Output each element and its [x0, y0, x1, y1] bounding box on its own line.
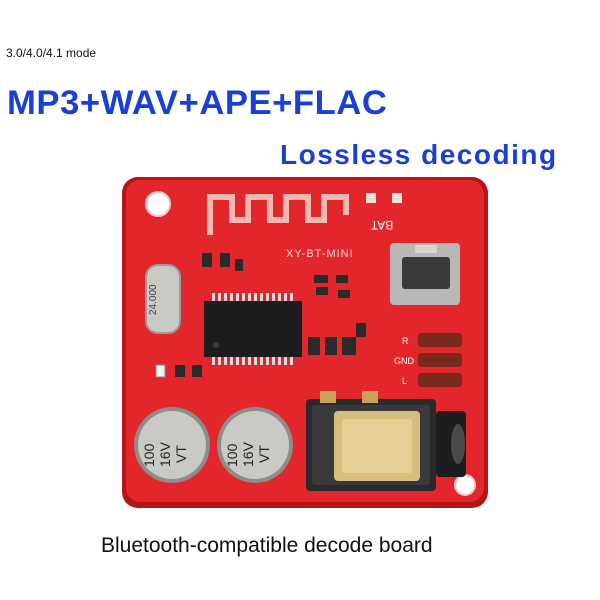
audio-label-r: R: [402, 336, 409, 346]
capacitor-1-series: VT: [173, 445, 189, 463]
smd-components: [175, 253, 366, 377]
capacitor-1: 100 16V VT: [134, 407, 210, 483]
micro-usb-tongue: [415, 245, 437, 253]
bluetooth-board: BAT XY-BT-MINI 24.000: [120, 175, 490, 510]
crystal-oscillator: [145, 264, 181, 334]
capacitor-1-voltage: 16V: [157, 441, 173, 467]
mounting-hole-top-left: [145, 191, 171, 217]
bat-label: BAT: [370, 218, 393, 232]
caption: Bluetooth-compatible decode board: [101, 534, 433, 557]
led: [155, 364, 166, 378]
audio-label-l: L: [402, 376, 407, 386]
subheadline: Lossless decoding: [280, 139, 558, 170]
micro-usb-opening: [402, 257, 450, 289]
mode-text: 3.0/4.0/4.1 mode: [6, 46, 97, 60]
bat-pad: [392, 193, 402, 203]
capacitor-2-series: VT: [256, 445, 272, 463]
model-label: XY-BT-MINI: [286, 248, 354, 260]
capacitor-2-value: 100: [224, 443, 240, 467]
audio-label-gnd: GND: [394, 356, 415, 366]
main-chip: [204, 293, 302, 365]
crystal-label: 24.000: [148, 284, 159, 315]
bat-pad: [366, 193, 376, 203]
capacitor-2: 100 16V VT: [217, 407, 293, 483]
audio-jack: [306, 391, 466, 491]
capacitor-1-value: 100: [141, 443, 157, 467]
audio-output-pads: [418, 333, 462, 387]
mounting-hole-bottom-right: [454, 474, 476, 496]
capacitor-2-voltage: 16V: [240, 441, 256, 467]
antenna-trace: [207, 194, 349, 235]
headline: MP3+WAV+APE+FLAC: [7, 84, 388, 122]
